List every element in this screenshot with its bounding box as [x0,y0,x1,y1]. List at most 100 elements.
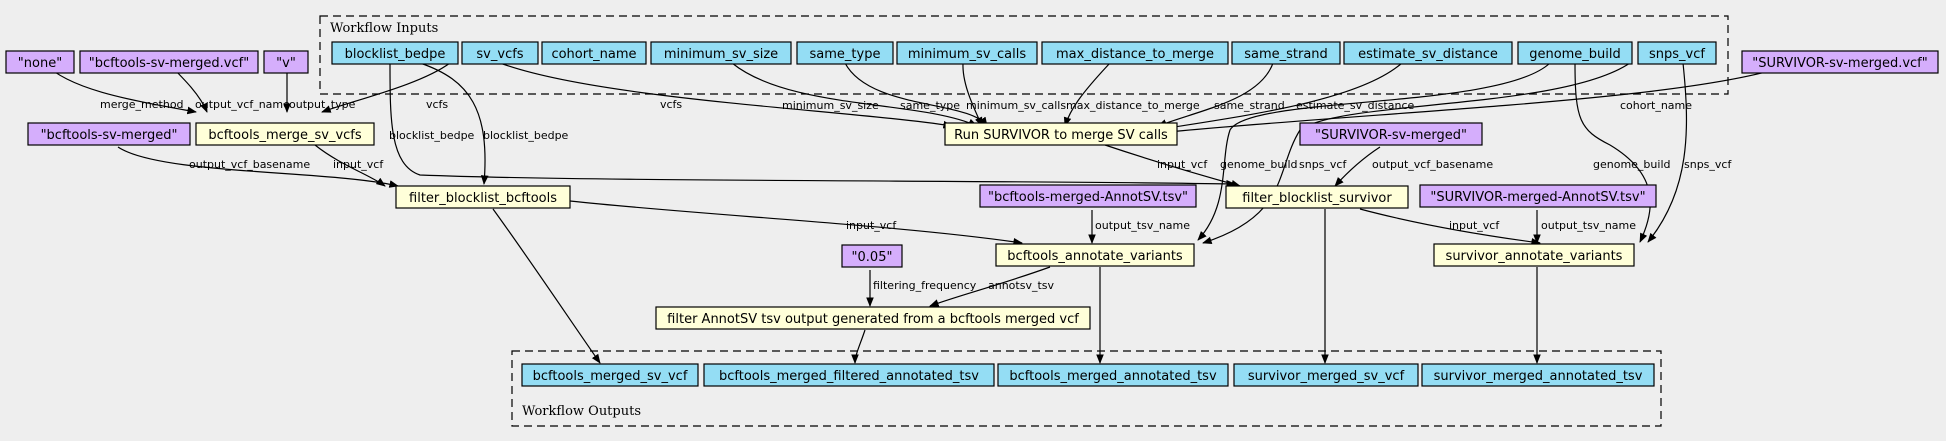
node-label: "SURVIVOR-sv-merged" [1315,128,1467,143]
node-label: "bcftools-sv-merged.vcf" [89,56,249,71]
workflow-outputs-cluster: Workflow Outputs [511,350,1662,427]
output-node-bcftools-merged-annotated-tsv[interactable]: bcftools_merged_annotated_tsv [997,363,1229,387]
edge-label: output_type [289,98,356,111]
step-node-filter-annotsv[interactable]: filter AnnotSV tsv output generated from… [655,306,1091,330]
edge-merge-bfilter [314,144,386,187]
node-label: bcftools_merge_sv_vcfs [208,128,362,143]
workflow-inputs-cluster: Workflow Inputs [319,15,1729,95]
edge-label: merge_method [100,98,184,111]
literal-node-survivor-merged-vcf[interactable]: "SURVIVOR-sv-merged.vcf" [1741,50,1939,74]
edge-cohort-survivor [1167,62,1796,136]
literal-node-bcftools-merged[interactable]: "bcftools-sv-merged" [27,122,191,146]
node-label: estimate_sv_distance [1358,47,1498,62]
step-node-survivor-annotate[interactable]: survivor_annotate_variants [1433,243,1635,267]
edge-bannotate-filterannotsv [929,266,1051,307]
literal-node-freq[interactable]: "0.05" [841,244,903,268]
input-node-minimum-sv-calls[interactable]: minimum_sv_calls [896,41,1038,65]
edge-label: vcfs [426,98,448,111]
edge-label: cohort_name [1620,99,1692,112]
input-node-max-distance-to-merge[interactable]: max_distance_to_merge [1041,41,1229,65]
node-label: Run SURVIVOR to merge SV calls [954,128,1168,143]
edge-label: same_strand [1214,99,1285,112]
input-node-minimum-sv-size[interactable]: minimum_sv_size [650,41,792,65]
output-node-survivor-merged-sv-vcf[interactable]: survivor_merged_sv_vcf [1233,363,1419,387]
output-node-bcftools-merged-sv-vcf[interactable]: bcftools_merged_sv_vcf [521,363,699,387]
output-node-bcftools-merged-filtered-annotated-tsv[interactable]: bcftools_merged_filtered_annotated_tsv [703,363,995,387]
node-label: "SURVIVOR-merged-AnnotSV.tsv" [1430,190,1645,205]
input-node-snps-vcf[interactable]: snps_vcf [1637,41,1717,65]
edge-genome-sannotate [1574,62,1651,243]
literal-node-survivor-annotsv[interactable]: "SURVIVOR-merged-AnnotSV.tsv" [1419,184,1657,208]
edge-mincalls-survivor [962,62,983,127]
edge-label: input_vcf [333,158,384,171]
edge-estdist-survivor [1167,62,1403,131]
workflow-inputs-title: Workflow Inputs [330,21,438,36]
edge-label: estimate_sv_distance [1296,99,1414,112]
literal-node-v[interactable]: "v" [263,50,309,74]
node-label: survivor_merged_sv_vcf [1248,369,1405,384]
edge-label: genome_build [1593,158,1670,171]
edge-snps-bannotate [1202,62,1631,245]
edge-label: minimum_sv_calls [966,99,1066,112]
step-node-bcftools-merge[interactable]: bcftools_merge_sv_vcfs [195,122,375,146]
edge-label: annotsv_tsv [988,279,1055,292]
node-label: bcftools_merged_annotated_tsv [1009,369,1217,384]
step-node-survivor[interactable]: Run SURVIVOR to merge SV calls [944,122,1178,146]
step-node-filter-bcftools[interactable]: filter_blocklist_bcftools [395,185,571,209]
input-node-sv-vcfs[interactable]: sv_vcfs [461,41,539,65]
input-node-blocklist-bedpe[interactable]: blocklist_bedpe [331,41,459,65]
input-node-genome-build[interactable]: genome_build [1517,41,1633,65]
input-node-same-strand[interactable]: same_strand [1231,41,1341,65]
literal-node-bcftools-merged-vcf[interactable]: "bcftools-sv-merged.vcf" [79,50,259,74]
edge-bfilter-bannotate [569,200,1023,246]
edge-sfilter-sannotate [1359,208,1541,246]
node-label: cohort_name [551,47,636,62]
edge-minsize-survivor [731,62,978,127]
edge-label: blocklist_bedpe [483,129,569,142]
node-label: minimum_sv_size [664,47,778,62]
node-label: max_distance_to_merge [1056,47,1214,62]
edge-label: output_tsv_name [1095,219,1190,232]
input-node-same-type[interactable]: same_type [796,41,894,65]
edge-bcfmerged-bfilter [117,146,399,188]
node-label: same_type [810,47,881,62]
edge-label: max_distance_to_merge [1066,99,1200,112]
edge-label: output_vcf_basename [189,158,310,171]
edge-label: vcfs [660,98,682,111]
node-label: blocklist_bedpe [345,47,446,62]
output-node-survivor-merged-annotated-tsv[interactable]: survivor_merged_annotated_tsv [1421,363,1655,387]
input-node-cohort-name[interactable]: cohort_name [541,41,647,65]
edge-labels: merge_method output_vcf_name output_type… [100,98,1732,292]
edge-label: input_vcf [1157,158,1208,171]
node-label: filter AnnotSV tsv output generated from… [667,312,1079,327]
node-label: "v" [276,56,296,71]
node-label: genome_build [1529,47,1621,62]
step-node-bcftools-annotate[interactable]: bcftools_annotate_variants [995,243,1195,267]
edge-filterannotsv-filteredout [851,329,866,364]
node-label: "bcftools-sv-merged" [41,128,178,143]
edge-label: same_type [900,99,960,112]
node-label: filter_blocklist_bcftools [409,191,557,206]
edge-genome-bannotate [1197,62,1551,241]
literal-node-bcftools-annotsv[interactable]: "bcftools-merged-AnnotSV.tsv" [979,184,1197,208]
edge-label: output_tsv_name [1541,219,1636,232]
node-label: sv_vcfs [476,47,523,62]
edge-label: output_vcf_name [195,98,290,111]
node-label: bcftools_annotate_variants [1007,249,1183,264]
edge-label: genome_build [1220,158,1297,171]
literal-node-survivor-merged[interactable]: "SURVIVOR-sv-merged" [1299,122,1483,146]
node-label: same_strand [1244,47,1328,62]
literal-node-none[interactable]: "none" [5,50,75,74]
node-label: "none" [18,56,62,71]
output-nodes: bcftools_merged_sv_vcf bcftools_merged_f… [521,363,1655,387]
input-node-estimate-sv-distance[interactable]: estimate_sv_distance [1343,41,1513,65]
node-label: survivor_merged_annotated_tsv [1434,369,1643,384]
edge-blocklist-bfilter [419,62,489,185]
edge-label: filtering_frequency [873,279,977,292]
edge-maxdist-survivor [1063,62,1111,127]
node-label: snps_vcf [1649,47,1705,62]
step-node-filter-survivor[interactable]: filter_blocklist_survivor [1225,185,1409,209]
node-label: minimum_sv_calls [908,47,1026,62]
edge-label: blocklist_bedpe [389,129,475,142]
